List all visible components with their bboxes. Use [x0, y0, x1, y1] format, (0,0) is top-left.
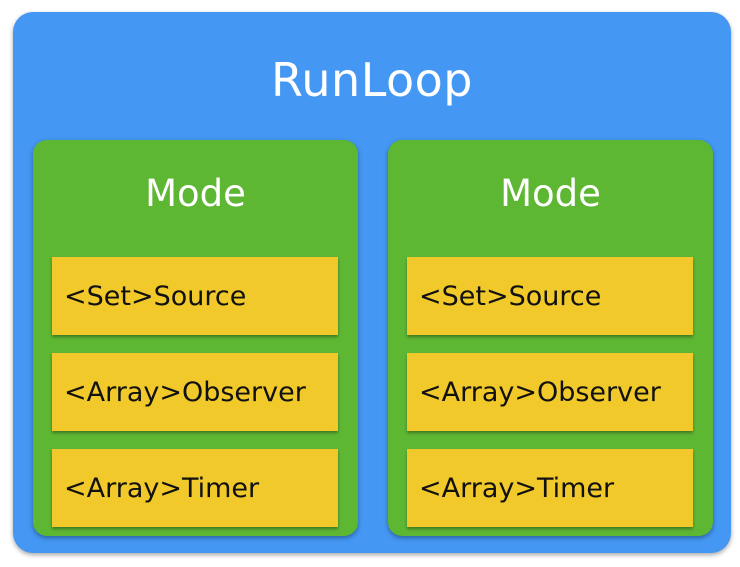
mode-box-2: Mode <Set>Source <Array>Observer <Array>…	[388, 140, 713, 536]
runloop-title: RunLoop	[270, 53, 473, 107]
mode-item-timer: <Array>Timer	[407, 449, 693, 527]
mode-item-observer: <Array>Observer	[52, 353, 338, 431]
mode-item-observer: <Array>Observer	[407, 353, 693, 431]
mode-item-timer: <Array>Timer	[52, 449, 338, 527]
mode-item-source: <Set>Source	[52, 257, 338, 335]
mode-title: Mode	[145, 172, 246, 215]
mode-item-source: <Set>Source	[407, 257, 693, 335]
mode-title: Mode	[500, 172, 601, 215]
runloop-container: RunLoop Mode <Set>Source <Array>Observer…	[13, 12, 731, 553]
mode-box-1: Mode <Set>Source <Array>Observer <Array>…	[33, 140, 358, 536]
